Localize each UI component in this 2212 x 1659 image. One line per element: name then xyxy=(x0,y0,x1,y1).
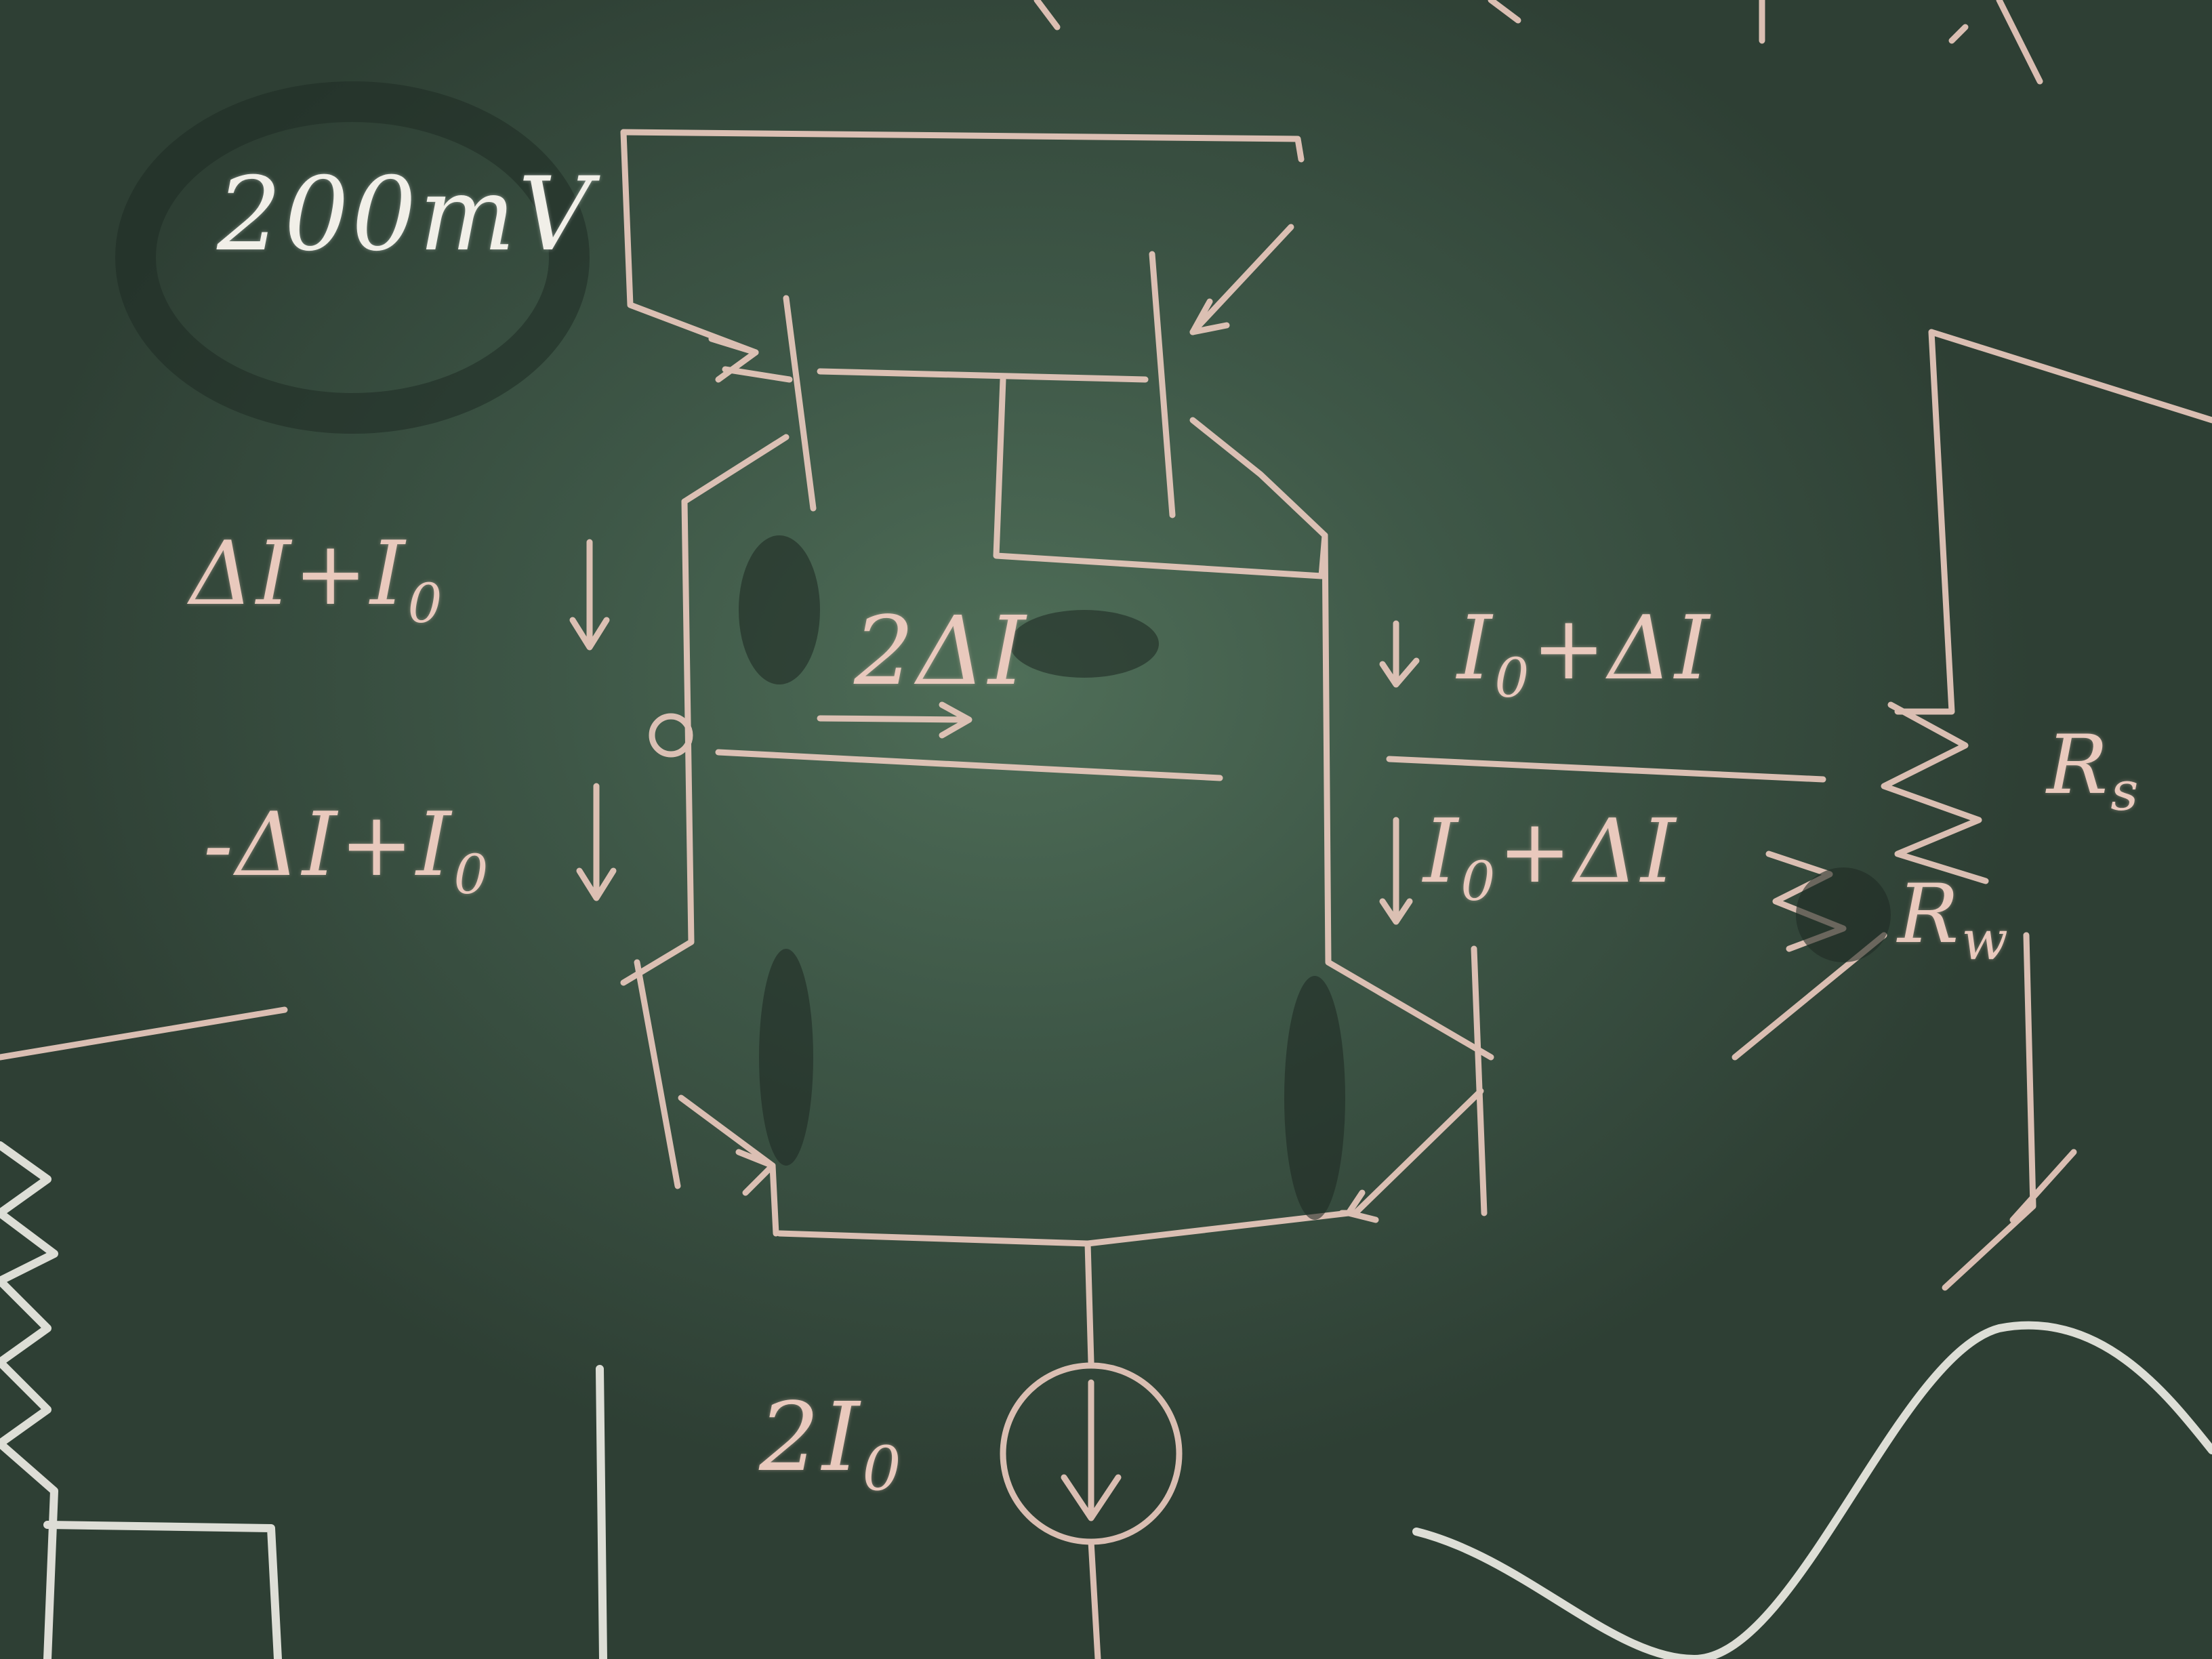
smudge-circle xyxy=(115,81,590,434)
transistor-top-right-emitter xyxy=(1189,224,1294,335)
transistor-top-right-collector xyxy=(1189,417,1328,539)
right-upper-current-main: I xyxy=(1457,596,1495,699)
transistor-top-left-emitter xyxy=(722,366,793,383)
left-squiggle xyxy=(0,1141,58,1659)
left-stray-wire xyxy=(0,1006,288,1061)
right-diagonal xyxy=(1732,932,2077,1291)
right-lower-current-sub: 0 xyxy=(1460,850,1498,913)
right-upper-current-sub: 0 xyxy=(1494,647,1532,710)
resistor-rw-label: Rw xyxy=(1898,867,2011,972)
upper-cross-wire xyxy=(817,368,1149,383)
current-source-arrow xyxy=(1061,1379,1122,1521)
source-current-main: 2I xyxy=(759,1382,863,1493)
right-upper-current-label: I0+ΔI xyxy=(1457,596,1712,710)
middle-left-wire xyxy=(715,749,1223,781)
top-wire xyxy=(620,129,1305,163)
node-left xyxy=(649,713,693,758)
resistor-rw-main: R xyxy=(1898,867,1962,962)
transistor-top-right-base xyxy=(1149,251,1176,518)
left-lower-current-label: -ΔI+I0 xyxy=(203,793,491,906)
left-upper-current-label: ΔI+I0 xyxy=(190,522,445,635)
transistor-bottom-left-emitter xyxy=(678,1094,779,1237)
right-lower-current-rest: +ΔI xyxy=(1498,800,1679,903)
left-upper-current-sub: 0 xyxy=(407,572,445,635)
left-box xyxy=(43,1521,282,1659)
right-upper-current-rest: +ΔI xyxy=(1532,596,1713,699)
transistor-top-left-base xyxy=(783,295,817,512)
left-upper-current-main: ΔI+I xyxy=(190,522,408,625)
top-left-wire xyxy=(620,129,759,356)
left-lower-current-sub: 0 xyxy=(453,843,491,906)
voltage-label: 200mV xyxy=(217,156,594,274)
middle-right-wire xyxy=(1386,756,1826,783)
source-current-label: 2I0 xyxy=(759,1382,904,1504)
resistor-rs-sub: s xyxy=(2110,760,2142,823)
source-wire xyxy=(1084,1240,1094,1366)
arrow-top-right-in xyxy=(1189,298,1230,335)
source-current-sub: 0 xyxy=(862,1433,904,1504)
mirror-loop xyxy=(993,376,1328,579)
arrow-left-lower xyxy=(576,783,617,901)
resistor-rs xyxy=(1881,701,1989,884)
left-rail xyxy=(620,498,695,986)
resistor-rs-main: R xyxy=(2047,718,2111,813)
bottom-wire xyxy=(776,1210,1352,1247)
arrow-top-left-in xyxy=(708,335,759,383)
right-rail xyxy=(1322,532,1494,1061)
transistor-top-left-collector xyxy=(681,434,790,505)
left-lower-current-main: -ΔI+I xyxy=(203,793,454,896)
resistor-loop xyxy=(1894,329,2212,715)
arrow-2di xyxy=(817,701,972,739)
resistor-rs-label: Rs xyxy=(2047,718,2141,823)
arrow-left-upper xyxy=(569,539,610,651)
resistor-rw-sub: w xyxy=(1961,909,2011,972)
right-lower-current-main: I xyxy=(1423,800,1461,903)
source-bottom-wire xyxy=(1088,1538,1101,1659)
arrow-right-lower xyxy=(1379,817,1413,925)
transistor-bottom-left-base xyxy=(634,959,681,1189)
center-current-label: 2ΔI xyxy=(854,596,1029,707)
arrow-bottom-left-in xyxy=(735,1149,776,1196)
arrow-right-upper xyxy=(1379,620,1420,688)
top-scribble xyxy=(1033,0,1521,30)
transistor-bottom-right-base xyxy=(1471,945,1488,1216)
left-vertical xyxy=(596,1365,607,1659)
sine-wave xyxy=(1412,1321,2212,1659)
top-right-squiggle xyxy=(1759,0,2043,85)
arrow-bottom-right-in xyxy=(1345,1189,1379,1223)
right-lower-current-label: I0+ΔI xyxy=(1423,800,1678,913)
